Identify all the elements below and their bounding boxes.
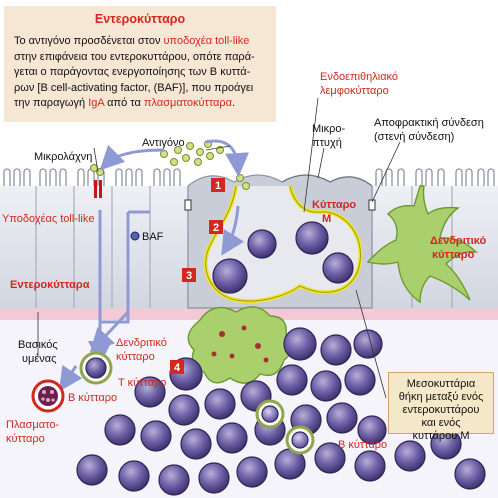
dendritic-granules	[211, 325, 269, 363]
label-b-cell-bottom: Β κύτταρο	[338, 439, 387, 451]
label-basement-1: Βασικός	[18, 339, 58, 351]
intro-line5-c: .	[232, 97, 236, 109]
toll-like-receptor	[94, 180, 102, 198]
step-marker-4	[170, 360, 184, 374]
baf-arrow	[89, 212, 130, 353]
dendritic-cell-middle	[187, 306, 294, 384]
baf-molecule	[130, 231, 140, 241]
label-tight-junction-2: (στενή σύνδεση)	[374, 131, 454, 143]
intro-title: Εντεροκύτταρο	[94, 12, 186, 26]
label-plasma-1: Πλασματο-	[6, 419, 59, 431]
note-line-2: θήκη μεταξύ ενός	[398, 391, 484, 403]
label-microvilli: Μικρολάχνη	[34, 151, 92, 163]
step-marker-1	[211, 178, 225, 192]
intro-line3: γεται ο παράγοντας ενεργοποίησης των Β κ…	[14, 66, 251, 78]
label-dendritic-right-2: κύτταρο	[432, 249, 475, 261]
mesocellular-pocket-note: Μεσοκυττάρια θήκη μεταξύ ενός εντεροκυττ…	[388, 372, 494, 442]
label-dendritic-mid-2: κύτταρο	[116, 351, 155, 363]
label-tight-junction-1: Αποφρακτική σύνδεση	[374, 117, 484, 129]
lymphocyte-field	[76, 327, 486, 496]
leader-lines	[37, 97, 401, 399]
intro-panel: Εντεροκύτταρο Το αντιγόνο προσδένεται στ…	[4, 6, 276, 122]
step-marker-3	[182, 268, 196, 282]
label-intraepithelial-2: λεμφοκύτταρο	[320, 85, 389, 97]
step-label-1: 1	[215, 180, 221, 192]
intro-line5-b: από τα	[104, 97, 144, 109]
step-marker-2	[209, 220, 223, 234]
label-antigen: Αντιγόνο	[142, 137, 185, 149]
step-label-4: 4	[174, 362, 181, 374]
label-basement-2: υμένας	[22, 353, 56, 365]
tight-junction	[184, 199, 376, 211]
label-dendritic-right-1: Δενδριτικό	[430, 235, 487, 247]
step-label-3: 3	[186, 270, 192, 282]
dendritic-cell-right	[366, 185, 478, 304]
diagram-labels: Ενδοεπιθηλιακό λεμφοκύτταρο Αντιγόνο Μικ…	[2, 71, 487, 451]
m-cell-region	[187, 174, 373, 309]
label-m-cell-2: Μ	[322, 213, 331, 225]
note-line-5: κυττάρου Μ	[412, 430, 470, 442]
intro-line2: στην επιφάνεια του εντεροκυττάρου, οπότε…	[14, 50, 255, 63]
note-line-1: Μεσοκυττάρια	[406, 378, 476, 390]
intro-line5-hl1: IgA	[88, 97, 105, 109]
label-microfold-1: Μικρο-	[312, 123, 345, 135]
label-enterocytes: Εντεροκύτταρα	[10, 279, 90, 291]
intro-line1-hl: υποδοχέα toll-like	[163, 35, 250, 47]
intro-line5-a: την παραγωγή	[14, 97, 89, 109]
m-cell-lymphocytes	[212, 221, 354, 294]
note-line-4: και ενός	[421, 417, 461, 429]
intro-line5-hl2: πλασματοκύτταρα	[143, 97, 233, 109]
label-m-cell-1: Κύτταρο	[312, 199, 356, 211]
label-baf: BAF	[142, 231, 164, 243]
plasma-cell	[31, 379, 65, 413]
label-intraepithelial-1: Ενδοεπιθηλιακό	[320, 71, 398, 83]
label-b-cell-left: Β κύτταρο	[68, 392, 117, 404]
label-toll-receptor: Υποδοχέας toll-like	[2, 213, 94, 225]
label-t-cell: Τ κύτταρο	[118, 377, 166, 389]
intro-line4: ρων [B cell-activating factor, (BAF)], π…	[14, 81, 254, 94]
label-microfold-2: πτυχή	[312, 137, 342, 149]
antigen-particles	[90, 140, 250, 190]
label-plasma-2: κύτταρο	[6, 433, 45, 445]
intro-text: Το αντιγόνο προσδένεται στον υποδοχέα to…	[14, 34, 272, 112]
note-line-3: εντεροκυττάρου	[402, 404, 480, 416]
intro-line1-a: Το αντιγόνο προσδένεται στον	[14, 35, 164, 47]
label-dendritic-mid-1: Δενδριτικό	[116, 337, 167, 349]
step-markers: 1 2 3 4	[170, 178, 225, 374]
step-label-2: 2	[213, 222, 219, 234]
